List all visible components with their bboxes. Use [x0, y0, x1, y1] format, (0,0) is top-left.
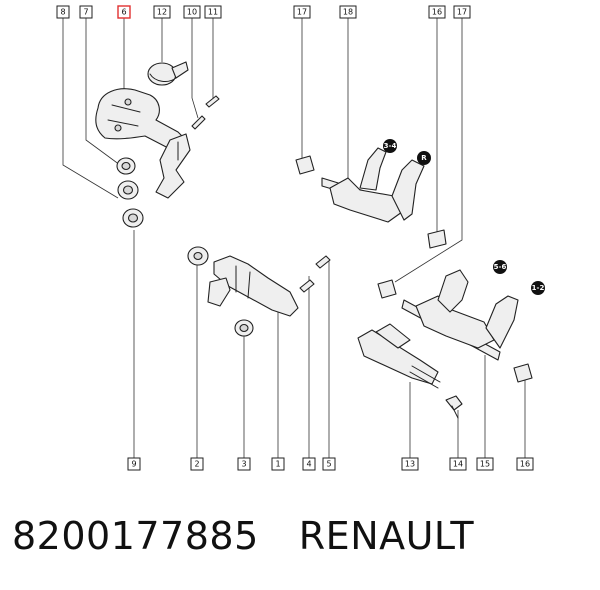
svg-text:14: 14 — [453, 460, 463, 469]
part-lever-assembly — [95, 88, 191, 199]
callout-7: 7 — [79, 5, 93, 19]
svg-text:3-4: 3-4 — [384, 142, 397, 150]
svg-text:17: 17 — [297, 8, 307, 17]
callout-13: 13 — [401, 457, 419, 471]
callout-9: 9 — [127, 457, 141, 471]
part-fork-assembly-upper — [295, 147, 447, 249]
svg-text:13: 13 — [405, 460, 415, 469]
svg-text:4: 4 — [306, 460, 311, 469]
callouts-bottom: 9 2 3 1 4 5 13 14 — [127, 457, 534, 471]
callout-17a: 17 — [293, 5, 311, 19]
part-knob — [147, 61, 189, 86]
callouts-top: 8 7 6 12 10 11 17 18 — [56, 5, 471, 19]
part-bushings-left — [116, 157, 144, 228]
svg-text:R: R — [421, 154, 427, 162]
svg-text:10: 10 — [187, 8, 197, 17]
svg-text:1: 1 — [275, 460, 280, 469]
callout-18: 18 — [339, 5, 357, 19]
footer-caption: 8200177885 RENAULT — [12, 514, 474, 558]
part-shift-shaft — [187, 246, 331, 317]
leader-lines — [62, 18, 526, 462]
callout-10: 10 — [183, 5, 201, 19]
part-interlock-plate — [357, 323, 441, 389]
callout-16-bottom: 16 — [516, 457, 534, 471]
svg-text:1-2: 1-2 — [532, 284, 545, 292]
gear-label-3-4: 3-4 — [383, 139, 397, 153]
callout-16-top: 16 — [428, 5, 446, 19]
callout-15: 15 — [476, 457, 494, 471]
part-pins-top — [191, 95, 220, 130]
callout-2: 2 — [190, 457, 204, 471]
part-number: 8200177885 — [12, 514, 259, 558]
svg-text:15: 15 — [480, 460, 490, 469]
callout-5: 5 — [322, 457, 336, 471]
svg-text:8: 8 — [60, 8, 65, 17]
svg-text:3: 3 — [241, 460, 246, 469]
callout-6: 6 — [117, 5, 131, 19]
svg-text:11: 11 — [208, 8, 218, 17]
gear-label-5-6: 5-6 — [493, 260, 507, 274]
part-fork-assembly-lower — [377, 269, 533, 383]
gear-label-r: R — [417, 151, 431, 165]
svg-text:17: 17 — [457, 8, 467, 17]
svg-text:5: 5 — [326, 460, 331, 469]
callout-8: 8 — [56, 5, 70, 19]
brand-name: RENAULT — [298, 514, 475, 558]
svg-text:5-6: 5-6 — [494, 263, 507, 271]
callout-11: 11 — [204, 5, 222, 19]
svg-text:2: 2 — [194, 460, 199, 469]
svg-text:9: 9 — [131, 460, 136, 469]
callout-17b: 17 — [453, 5, 471, 19]
svg-text:12: 12 — [157, 8, 167, 17]
svg-text:18: 18 — [343, 8, 353, 17]
callout-12: 12 — [153, 5, 171, 19]
callout-4: 4 — [302, 457, 316, 471]
gear-label-1-2: 1-2 — [531, 281, 545, 295]
part-washer-middle — [234, 319, 254, 337]
svg-text:6: 6 — [121, 8, 126, 17]
svg-text:7: 7 — [83, 8, 88, 17]
callout-3: 3 — [237, 457, 251, 471]
part-bolt — [445, 395, 463, 419]
svg-text:16: 16 — [432, 8, 442, 17]
callout-1: 1 — [271, 457, 285, 471]
svg-text:16: 16 — [520, 460, 530, 469]
callout-14: 14 — [449, 457, 467, 471]
